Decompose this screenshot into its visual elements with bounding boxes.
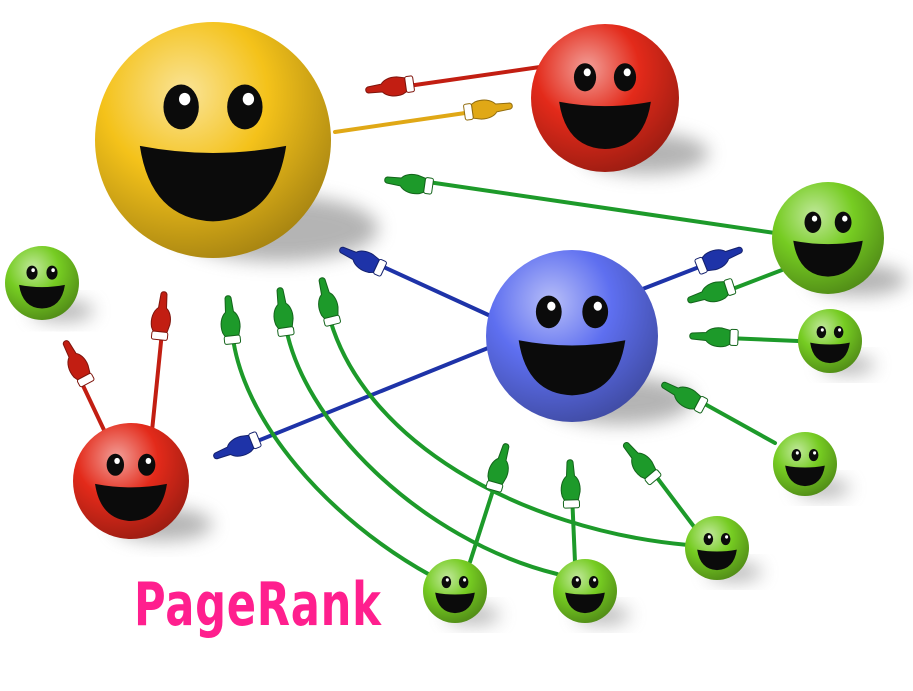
link-green-right-2-to-blue-line	[692, 396, 777, 445]
green-smiley-bottom-2	[553, 559, 617, 623]
smile-icon	[95, 483, 167, 522]
eye-icon	[791, 448, 802, 462]
red-smiley-left	[73, 423, 189, 539]
link-green-bottom-2-to-yellow	[273, 287, 559, 576]
link-green-bottom-1-to-blue-line	[468, 476, 499, 564]
link-green-large-to-yellow-line	[426, 180, 777, 235]
link-green-right-1-to-blue	[689, 327, 800, 348]
pointing-hand-icon	[694, 246, 743, 275]
green-smiley-right-3	[685, 516, 749, 580]
eye-icon	[106, 453, 125, 476]
green-smiley-large	[772, 182, 884, 294]
smile-icon	[810, 342, 850, 364]
link-green-bottom-1-to-blue	[468, 443, 510, 564]
smile-icon	[793, 240, 863, 277]
eye-icon	[816, 325, 827, 339]
link-green-bottom-2-to-yellow-line	[283, 320, 559, 576]
pointing-hand-icon	[687, 278, 737, 304]
pointing-hand-icon	[220, 295, 242, 345]
eye-icon	[137, 453, 156, 476]
green-smiley-right-1	[798, 309, 862, 373]
eye-icon	[720, 532, 731, 546]
pointing-hand-icon	[150, 291, 171, 341]
eye-icon	[46, 265, 58, 280]
link-green-right-3-to-yellow	[318, 277, 690, 547]
link-green-right-2-to-blue	[661, 381, 777, 445]
link-green-right-3-to-yellow-line	[326, 310, 690, 547]
red-smiley-top	[531, 24, 679, 172]
pointing-hand-icon	[622, 442, 662, 486]
pointing-hand-icon	[339, 246, 387, 277]
eye-icon	[804, 211, 822, 233]
eye-icon	[227, 84, 263, 130]
link-red-left-to-red-top-line	[150, 330, 164, 433]
smile-icon	[139, 145, 287, 222]
smile-icon	[19, 284, 65, 309]
eye-icon	[588, 575, 599, 589]
link-red-left-to-red-top	[150, 291, 171, 433]
link-green-large-to-yellow	[384, 173, 777, 235]
link-yellow-to-red	[333, 99, 513, 134]
link-green-bottom-1-to-yellow	[220, 295, 432, 577]
pointing-hand-icon	[463, 99, 513, 121]
smile-icon	[565, 592, 605, 614]
link-blue-to-yellow	[339, 246, 497, 320]
pointing-hand-icon	[213, 431, 262, 460]
yellow-smiley	[95, 22, 331, 258]
eye-icon	[833, 325, 844, 339]
eye-icon	[571, 575, 582, 589]
link-green-bottom-2-to-blue	[560, 459, 581, 564]
link-green-right-3-to-blue	[622, 442, 697, 530]
eye-icon	[26, 265, 38, 280]
link-red-to-yellow	[365, 65, 542, 97]
smile-icon	[518, 340, 626, 396]
pointing-hand-icon	[661, 381, 709, 414]
smile-icon	[697, 549, 737, 571]
eye-icon	[573, 63, 597, 92]
pointing-hand-icon	[560, 459, 581, 509]
eye-icon	[582, 295, 609, 329]
smile-icon	[559, 101, 651, 150]
eye-icon	[808, 448, 819, 462]
link-blue-to-green-large	[638, 246, 743, 292]
green-smiley-right-2	[773, 432, 837, 496]
smile-icon	[785, 465, 825, 487]
pointing-hand-icon	[62, 340, 95, 388]
green-smiley-bottom-1	[423, 559, 487, 623]
eye-icon	[163, 84, 199, 130]
pointing-hand-icon	[365, 75, 415, 97]
link-red-to-yellow-line	[406, 65, 542, 88]
link-blue-to-yellow-line	[375, 262, 497, 320]
pointing-hand-icon	[273, 287, 295, 337]
link-green-large-to-blue	[687, 268, 784, 304]
eye-icon	[613, 63, 637, 92]
link-green-bottom-1-to-yellow-line	[230, 328, 432, 577]
eye-icon	[535, 295, 562, 329]
pointing-hand-icon	[689, 327, 739, 348]
pointing-hand-icon	[318, 277, 341, 327]
pointing-hand-icon	[384, 173, 434, 195]
link-red-left-to-yellow	[62, 340, 106, 432]
eye-icon	[703, 532, 714, 546]
green-smiley-left	[5, 246, 79, 320]
eye-icon	[834, 211, 852, 233]
eye-icon	[441, 575, 452, 589]
pointing-hand-icon	[485, 443, 510, 493]
eye-icon	[458, 575, 469, 589]
caption-title: PageRank	[134, 570, 382, 640]
smile-icon	[435, 592, 475, 614]
link-yellow-to-red-line	[333, 110, 474, 134]
blue-smiley	[486, 250, 658, 422]
